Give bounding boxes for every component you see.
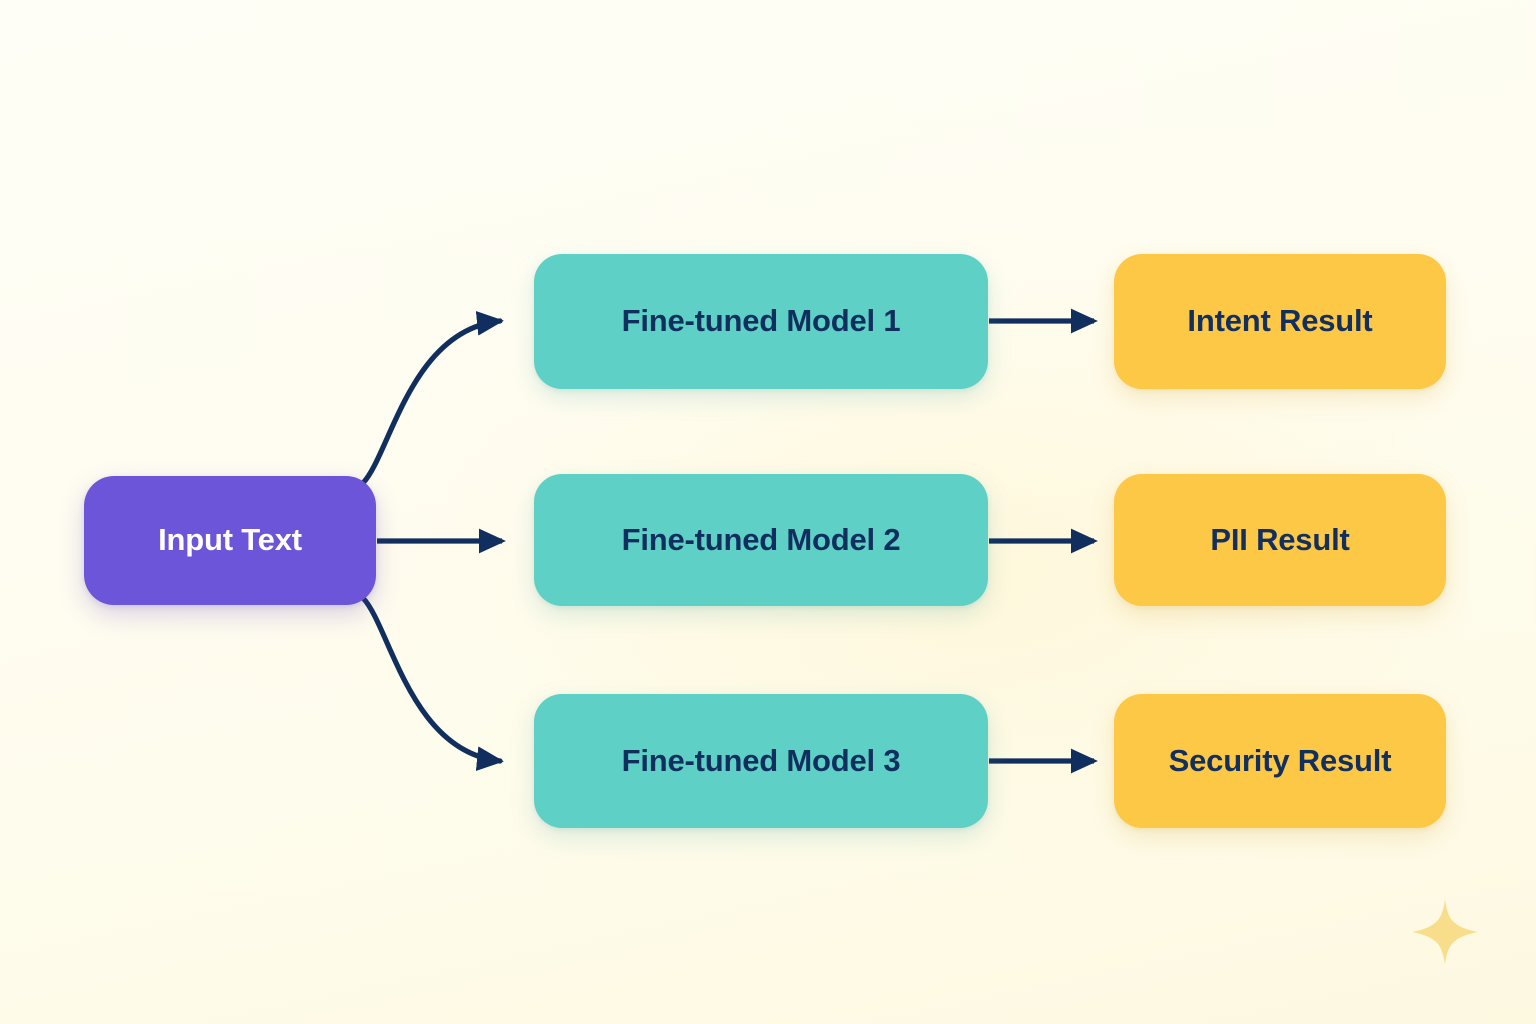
node-intent-result[interactable]: Intent Result — [1114, 254, 1446, 389]
sparkle-icon — [1412, 899, 1478, 965]
node-fine-tuned-model-1-label: Fine-tuned Model 1 — [621, 303, 901, 339]
edge-input-to-model-3 — [360, 595, 504, 771]
node-fine-tuned-model-2-label: Fine-tuned Model 2 — [621, 521, 901, 557]
node-fine-tuned-model-1[interactable]: Fine-tuned Model 1 — [534, 254, 988, 389]
sparkle-star-shape — [1412, 899, 1478, 965]
node-pii-result[interactable]: PII Result — [1114, 474, 1446, 606]
node-fine-tuned-model-3[interactable]: Fine-tuned Model 3 — [534, 694, 988, 828]
node-pii-result-label: PII Result — [1210, 521, 1350, 557]
node-input-text[interactable]: Input Text — [84, 476, 376, 605]
node-security-result[interactable]: Security Result — [1114, 694, 1446, 828]
node-input-text-label: Input Text — [158, 522, 302, 558]
node-intent-result-label: Intent Result — [1187, 303, 1373, 339]
edge-input-to-model-1 — [360, 311, 504, 486]
node-security-result-label: Security Result — [1168, 742, 1392, 778]
node-fine-tuned-model-3-label: Fine-tuned Model 3 — [621, 742, 901, 778]
node-fine-tuned-model-2[interactable]: Fine-tuned Model 2 — [534, 474, 988, 606]
